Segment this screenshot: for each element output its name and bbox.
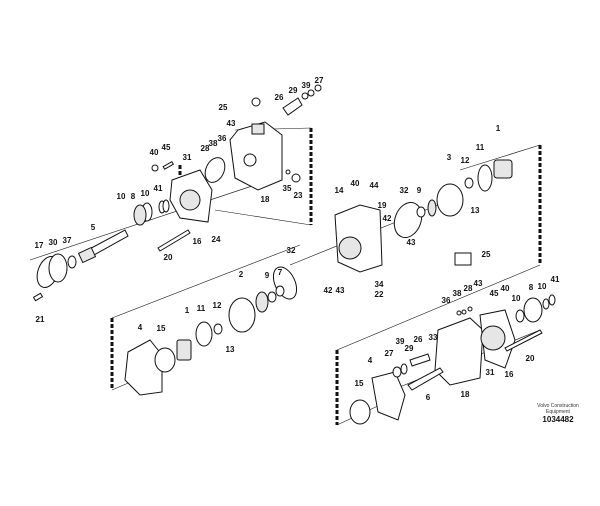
callout: 32 <box>400 186 409 195</box>
callout: 45 <box>490 289 499 298</box>
callout: 25 <box>482 250 491 259</box>
callout: 28 <box>464 284 473 293</box>
pump-housing-middle <box>272 159 513 300</box>
callouts-middle-right: 1 11 12 3 13 14 40 44 19 32 9 42 43 42 4… <box>324 124 501 299</box>
callout: 20 <box>164 253 173 262</box>
callout: 15 <box>355 379 364 388</box>
callout: 1 <box>185 306 190 315</box>
watermark-line-2: Equipment <box>546 409 571 415</box>
callout: 39 <box>302 81 311 90</box>
pump-housing-upper <box>32 84 322 302</box>
callout: 16 <box>193 237 202 246</box>
callout: 13 <box>471 206 480 215</box>
callout: 38 <box>209 139 218 148</box>
callout: 43 <box>336 286 345 295</box>
callout: 12 <box>213 301 222 310</box>
callout: 29 <box>405 344 414 353</box>
pump-housing-lower-right <box>349 294 556 425</box>
callout: 33 <box>429 333 438 342</box>
callout: 44 <box>370 181 379 190</box>
callout: 15 <box>157 324 166 333</box>
callout: 8 <box>131 192 136 201</box>
callouts-bottom-right: 36 38 28 43 45 40 10 8 10 41 39 29 26 33… <box>355 275 560 402</box>
drawing-number: 1034482 <box>542 415 574 424</box>
callout: 9 <box>265 271 270 280</box>
callout: 6 <box>426 393 431 402</box>
callout: 36 <box>218 134 227 143</box>
callout: 11 <box>476 143 485 152</box>
callout: 26 <box>275 93 284 102</box>
callout: 10 <box>538 282 547 291</box>
callout: 4 <box>138 323 143 332</box>
callout: 16 <box>505 370 514 379</box>
callout: 18 <box>461 390 470 399</box>
callout: 3 <box>447 153 452 162</box>
callout: 27 <box>385 349 394 358</box>
callout: 10 <box>512 294 521 303</box>
callout: 41 <box>154 184 163 193</box>
callout: 18 <box>261 195 270 204</box>
callout: 23 <box>294 191 303 200</box>
callout: 40 <box>150 148 159 157</box>
callout: 42 <box>324 286 333 295</box>
callout: 25 <box>219 103 228 112</box>
callout: 27 <box>315 76 324 85</box>
callout: 28 <box>201 144 210 153</box>
callout: 32 <box>287 246 296 255</box>
callout: 14 <box>335 186 344 195</box>
callout: 5 <box>91 223 96 232</box>
callout: 7 <box>278 268 283 277</box>
callout: 31 <box>486 368 495 377</box>
callout: 35 <box>283 184 292 193</box>
callout: 1 <box>496 124 501 133</box>
callout: 13 <box>226 345 235 354</box>
callout: 39 <box>396 337 405 346</box>
callout: 37 <box>63 236 72 245</box>
callout: 10 <box>141 189 150 198</box>
callout: 21 <box>36 315 45 324</box>
callout: 45 <box>162 143 171 152</box>
callout: 34 <box>375 280 384 289</box>
callout: 2 <box>239 270 244 279</box>
callout: 29 <box>289 86 298 95</box>
callout: 22 <box>375 290 384 299</box>
callout: 19 <box>378 201 387 210</box>
callout: 36 <box>442 296 451 305</box>
callout: 26 <box>414 335 423 344</box>
callouts-bottom-left: 2 9 7 1 11 12 13 4 15 32 <box>138 246 296 354</box>
callout: 30 <box>49 238 58 247</box>
callout: 40 <box>501 284 510 293</box>
callout: 24 <box>212 235 221 244</box>
callout: 31 <box>183 153 192 162</box>
callout: 10 <box>117 192 126 201</box>
publisher-watermark: Volvo Construction Equipment 1034482 <box>537 403 579 424</box>
callout: 43 <box>227 119 236 128</box>
callout: 42 <box>383 214 392 223</box>
callout: 43 <box>407 238 416 247</box>
callout: 12 <box>461 156 470 165</box>
callout: 43 <box>474 279 483 288</box>
callouts-top-left: 25 26 29 39 27 43 28 38 36 40 45 31 10 8… <box>35 76 324 324</box>
callout: 11 <box>197 304 206 313</box>
callout: 40 <box>351 179 360 188</box>
watermark-line-1: Volvo Construction <box>537 403 579 409</box>
pump-bracket-lower-left <box>124 285 285 396</box>
callout: 20 <box>526 354 535 363</box>
callout: 8 <box>529 283 534 292</box>
callout: 4 <box>368 356 373 365</box>
callout: 9 <box>417 186 422 195</box>
callout: 38 <box>453 289 462 298</box>
callout: 41 <box>551 275 560 284</box>
callout: 17 <box>35 241 44 250</box>
